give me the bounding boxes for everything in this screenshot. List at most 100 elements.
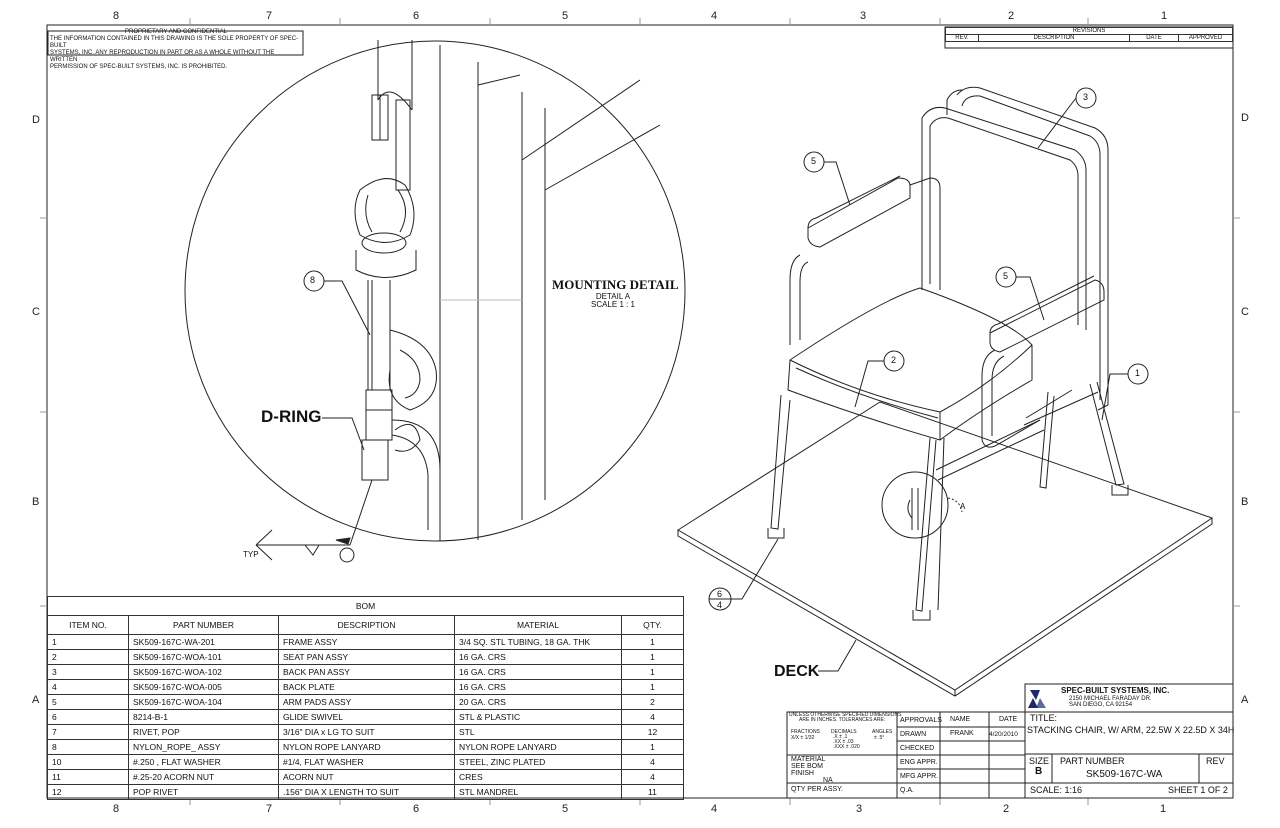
bom-part-number: SK509-167C-WOA-101 [128,649,279,665]
proprietary-line-3: PERMISSION OF SPEC-BUILT SYSTEMS, INC. I… [50,64,228,70]
checked-label: CHECKED [900,745,935,752]
balloon-1: 1 [1135,368,1141,378]
bom-material: STL & PLASTIC [454,709,622,725]
tolerance-note-2: ARE IN INCHES. TOLERANCES ARE: [799,717,886,723]
tolerance-note-1: UNLESS OTHERWISE SPECIFIED DIMENSIONS [789,712,902,718]
bom-item-no: 8 [47,739,129,755]
proprietary-line-2: SYSTEMS, INC. ANY REPRODUCTION IN PART O… [50,50,275,63]
approvals-label: APPROVALS [900,717,942,724]
bom-qty: 1 [621,664,684,680]
drawn-label: DRAWN [900,731,927,738]
bom-item-no: 2 [47,649,129,665]
detail-name: DETAIL A [595,292,631,301]
balloon-8: 8 [310,275,316,285]
fractions-label: FRACTIONS [791,729,820,735]
part-number-label: PART NUMBER [1060,756,1125,766]
zone-bottom-5: 5 [562,803,569,815]
zone-left-a: A [32,694,40,706]
proprietary-box [47,30,304,56]
zone-right-a: A [1241,694,1249,706]
rev-header-approved: APPROVED [1178,34,1233,42]
bom-item-no: 6 [47,709,129,725]
bom-qty: 1 [621,649,684,665]
bom-part-number: 8214-B-1 [128,709,279,725]
rev-header-date: DATE [1129,34,1179,42]
drawn-name: FRANK [950,730,974,737]
balloon-6: 6 [717,589,723,599]
bom-part-number: POP RIVET [128,784,279,800]
name-header: NAME [950,716,971,723]
zone-left-c: C [32,306,40,318]
bom-qty: 1 [621,739,684,755]
title-block-lines [786,683,1234,799]
bom-material: NYLON ROPE LANYARD [454,739,622,755]
bom-header-item: ITEM NO. [47,615,129,635]
bom-material: 16 GA. CRS [454,649,622,665]
bom-material: 20 GA. CRS [454,694,622,710]
bom-qty: 4 [621,754,684,770]
bom-description: .156" DIA X LENGTH TO SUIT [278,784,455,800]
bom-description: BACK PLATE [278,679,455,695]
mfg-appr-label: MFG APPR. [900,773,939,780]
bom-description: ARM PADS ASSY [278,694,455,710]
bom-header-material: MATERIAL [454,615,622,635]
bom-part-number: #.250 , FLAT WASHER [128,754,279,770]
sheet-value: SHEET 1 OF 2 [1168,785,1228,795]
bom-material: STL MANDREL [454,784,622,800]
bom-part-number: SK509-167C-WOA-102 [128,664,279,680]
bom-material: 16 GA. CRS [454,664,622,680]
d-ring-label: D-RING [261,407,322,426]
bom-qty: 1 [621,679,684,695]
drawn-date: 4/20/2010 [989,731,1018,738]
bom-material: 16 GA. CRS [454,679,622,695]
zone-bottom-8: 8 [113,803,120,815]
bom-item-no: 11 [47,769,129,785]
qty-per-assy-label: QTY PER ASSY. [791,786,843,793]
angles-label: ANGLES [872,729,893,735]
rev-header-rev: REV. [945,34,979,42]
bom-description: ACORN NUT [278,769,455,785]
decimals-3: .XXX ± .020 [833,744,860,750]
bom-part-number: SK509-167C-WA-201 [128,634,279,650]
bom-item-no: 1 [47,634,129,650]
revisions-title: REVISIONS [945,27,1233,35]
zone-bottom-1: 1 [1160,803,1167,815]
bom-material: STL [454,724,622,740]
zone-top-4: 4 [711,10,718,22]
detail-title: MOUNTING DETAIL [552,277,679,292]
angles-value: ± .5° [874,735,885,741]
zone-top-8: 8 [113,10,120,22]
size-value: B [1035,766,1043,777]
bom-item-no: 12 [47,784,129,800]
weld-typ-label: TYP [243,550,259,559]
bom-material: CRES [454,769,622,785]
bom-description: 3/16" DIA x LG TO SUIT [278,724,455,740]
date-header: DATE [999,716,1018,723]
zone-bottom-3: 3 [856,803,863,815]
detail-a-view [184,40,686,563]
bom-description: SEAT PAN ASSY [278,649,455,665]
eng-appr-label: ENG APPR. [900,759,938,766]
bom-part-number: RIVET, POP [128,724,279,740]
zone-top-5: 5 [562,10,569,22]
zone-left-d: D [32,114,40,126]
finish-value: NA [823,777,833,784]
bom-description: NYLON ROPE LANYARD [278,739,455,755]
bom-part-number: SK509-167C-WOA-104 [128,694,279,710]
chair-view [677,86,1214,697]
rev-header-description: DESCRIPTION [978,34,1130,42]
decimals-label: DECIMALS [831,729,857,735]
bom-description: FRAME ASSY [278,634,455,650]
zone-bottom-6: 6 [413,803,420,815]
balloon-2: 2 [891,355,897,365]
detail-a-circle [881,471,949,539]
detail-letter-a: A [960,502,966,511]
